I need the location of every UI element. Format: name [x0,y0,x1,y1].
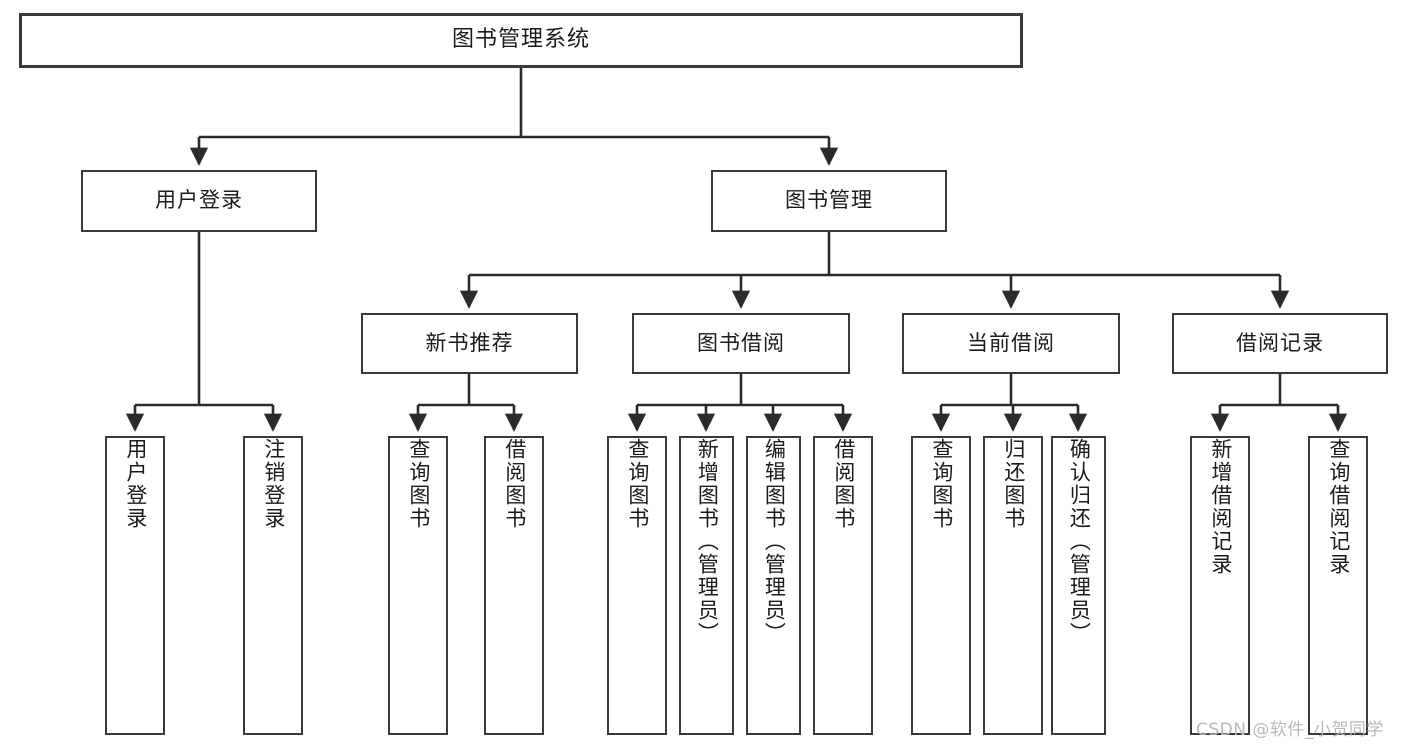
node-new-book-recommend-label: 新书推荐 [425,330,514,355]
node-book-manage[interactable]: 图书管理 [711,170,947,232]
node-leaf-add-record-label: 新增借阅记录 [1208,438,1233,576]
node-leaf-borrow-book-2[interactable]: 借阅图书 [813,436,873,735]
node-leaf-borrow-book-1-label: 借阅图书 [502,438,527,530]
node-user-login[interactable]: 用户登录 [81,170,317,232]
node-borrow-record-label: 借阅记录 [1236,330,1324,355]
node-leaf-add-record[interactable]: 新增借阅记录 [1190,436,1250,735]
node-current-borrow[interactable]: 当前借阅 [902,313,1120,374]
node-book-borrow-label: 图书借阅 [697,330,785,355]
node-current-borrow-label: 当前借阅 [967,330,1055,355]
node-leaf-query-record[interactable]: 查询借阅记录 [1308,436,1368,735]
node-leaf-return-book-label: 归还图书 [1001,438,1026,530]
node-root-label: 图书管理系统 [451,27,590,53]
node-leaf-borrow-book-2-label: 借阅图书 [831,438,856,530]
node-leaf-user-logout-label: 注销登录 [261,438,286,530]
node-leaf-query-book-2-label: 查询图书 [625,438,650,530]
node-leaf-add-book-label: 新增图书（管理员） [695,438,720,645]
node-leaf-user-login-label: 用户登录 [123,438,148,530]
node-leaf-query-book-3[interactable]: 查询图书 [911,436,971,735]
node-book-borrow[interactable]: 图书借阅 [632,313,850,374]
node-leaf-add-book[interactable]: 新增图书（管理员） [679,436,734,735]
node-leaf-confirm-return-label: 确认归还（管理员） [1067,438,1092,645]
node-leaf-borrow-book-1[interactable]: 借阅图书 [484,436,544,735]
node-leaf-user-login[interactable]: 用户登录 [105,436,165,735]
node-root[interactable]: 图书管理系统 [19,13,1023,68]
node-leaf-edit-book-label: 编辑图书（管理员） [762,438,787,645]
node-book-manage-label: 图书管理 [785,188,873,213]
node-leaf-edit-book[interactable]: 编辑图书（管理员） [746,436,801,735]
node-leaf-query-book-1[interactable]: 查询图书 [388,436,448,735]
node-leaf-query-book-1-label: 查询图书 [406,438,431,530]
node-leaf-query-book-2[interactable]: 查询图书 [607,436,667,735]
node-leaf-query-record-label: 查询借阅记录 [1326,438,1351,576]
node-leaf-return-book[interactable]: 归还图书 [983,436,1043,735]
node-leaf-confirm-return[interactable]: 确认归还（管理员） [1051,436,1106,735]
node-new-book-recommend[interactable]: 新书推荐 [361,313,578,374]
node-borrow-record[interactable]: 借阅记录 [1172,313,1388,374]
node-leaf-user-logout[interactable]: 注销登录 [243,436,303,735]
node-user-login-label: 用户登录 [155,188,243,213]
node-leaf-query-book-3-label: 查询图书 [929,438,954,530]
